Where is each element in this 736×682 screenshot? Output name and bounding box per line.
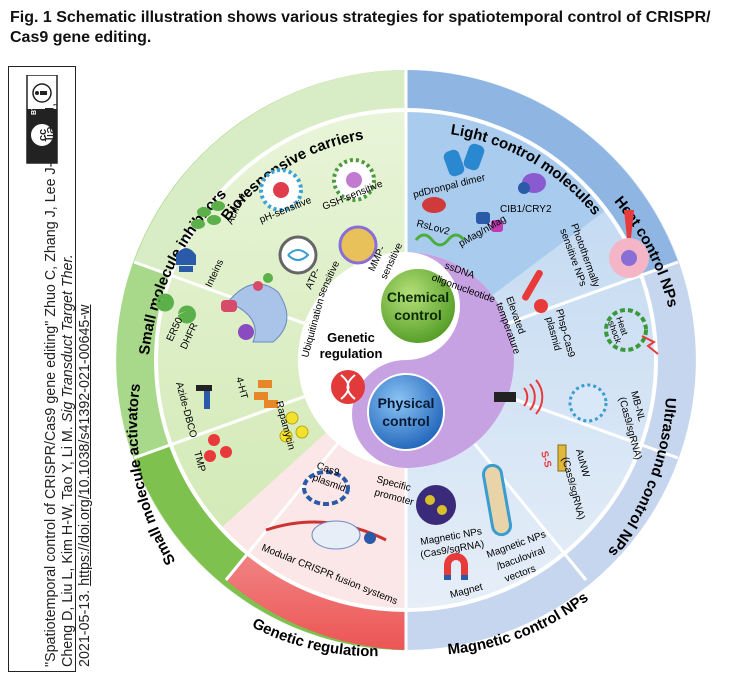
ph-nanoparticle-icon: [259, 168, 303, 212]
physical-line1: Physical: [378, 395, 435, 411]
cc-text: cc: [37, 129, 49, 141]
azide-dbco-icon: [196, 385, 212, 409]
ubiquitination-icon: [221, 273, 288, 343]
mmp-nanoparticle-icon: [338, 225, 378, 265]
chemical-line1: Chemical: [387, 289, 449, 305]
figure-title-line1: Fig. 1 Schematic illustration shows vari…: [10, 9, 711, 26]
ss-bond-label: S-S: [538, 450, 553, 469]
chemical-control-circle: [379, 267, 457, 345]
magnet-icon: [444, 553, 468, 580]
cib-cry2-label: CIB1/CRY2: [500, 204, 552, 215]
magnetic-np-icon: [416, 485, 456, 525]
figure-title: Fig. 1 Schematic illustration shows vari…: [10, 8, 730, 48]
pmag-nmag-icon: [476, 212, 503, 232]
pddronpa-dimer-icon: [443, 143, 485, 177]
photothermal-np-icon: [609, 210, 649, 278]
er50-dhfr-icon: [156, 293, 196, 324]
gsh-nanoparticle-icon: [332, 158, 376, 202]
mb-nl-icon: [568, 383, 608, 423]
citation-authors: Cheng D, Liu L, Kim H-W, Tao Y, Li M.: [60, 422, 76, 667]
strategy-wheel: Chemical control Physical control Geneti…: [116, 70, 696, 660]
tmp-icon: [204, 434, 232, 462]
tmp-label: TMP: [191, 450, 207, 474]
thermometer-icon: [522, 269, 548, 313]
dna-icon: [331, 370, 365, 404]
cc-by-text: BY: [31, 105, 38, 115]
ssdna-icon: [414, 233, 466, 247]
ring-border: [154, 108, 658, 612]
atp-nanoparticle-icon: [278, 235, 318, 275]
rslov2-icon: [422, 197, 446, 213]
four-ht-icon: [254, 380, 278, 408]
citation-journal: Sig Transduct Target Ther.: [60, 254, 76, 423]
inteins-icon: [176, 248, 196, 272]
genetic-line1: Genetic: [327, 330, 375, 345]
physical-control-circle: [367, 373, 445, 451]
figure-title-line2: Cas9 gene editing.: [10, 29, 152, 46]
physical-line2: control: [382, 413, 429, 429]
citation-box: cc BY "Spatiotemporal control of CRISPR/…: [8, 66, 93, 672]
aunw-icon: [557, 444, 567, 472]
genetic-line2: regulation: [320, 346, 383, 361]
rapamycin-icon: [279, 411, 309, 443]
citation-line2: Cheng D, Liu L, Kim H-W, Tao Y, Li M. Si…: [60, 77, 77, 667]
heat-shock-plasmid-icon: [604, 308, 659, 355]
cas9-plasmid-icon: [302, 470, 350, 506]
citation-line1: "Spatiotemporal control of CRISPR/Cas9 g…: [43, 102, 59, 667]
acriia4-icon: [191, 201, 225, 229]
baculovirus-icon: [481, 463, 513, 537]
crispr-fusion-icon: [265, 520, 387, 550]
cc-license-icon: cc BY: [23, 74, 63, 165]
ultrasound-transducer-icon: [494, 379, 544, 415]
cib-cry2-icon: [518, 173, 546, 194]
chemical-line2: control: [394, 307, 441, 323]
